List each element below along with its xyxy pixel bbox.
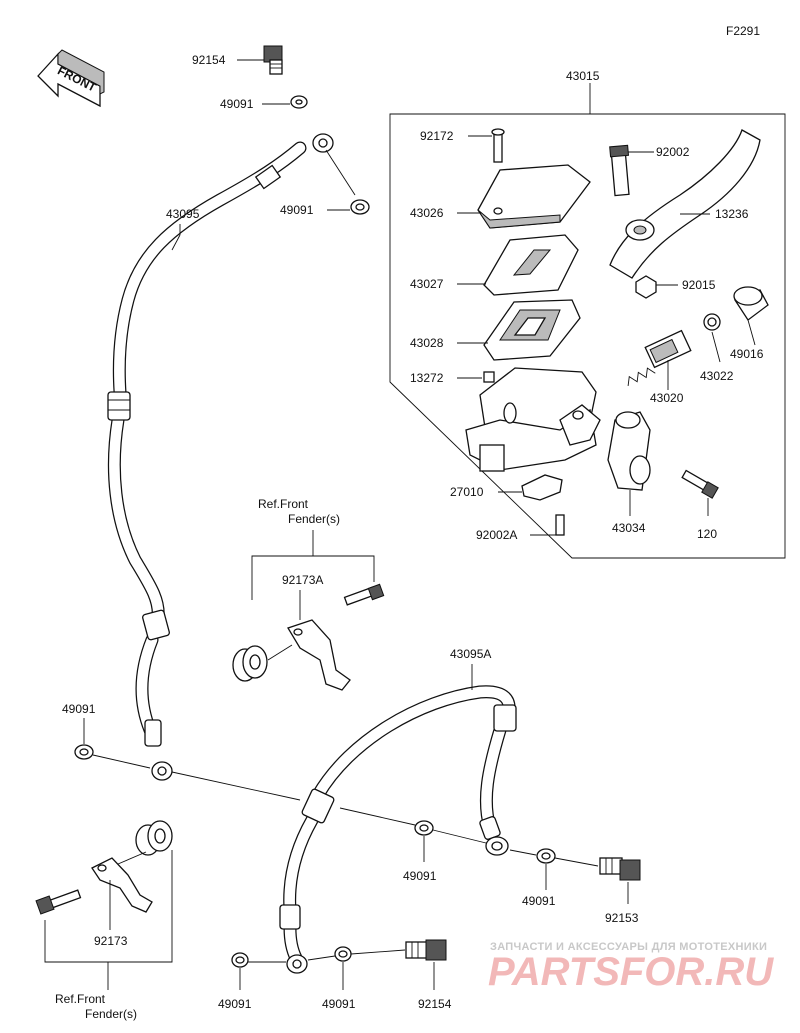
label-92173: 92173 xyxy=(94,934,128,948)
hose-clamp-92173a xyxy=(287,619,351,691)
label-92002: 92002 xyxy=(656,145,690,159)
banjo-bolt-top xyxy=(263,45,283,75)
ref-front-top: Ref.Front xyxy=(258,497,309,511)
banjo-bolt-bottom xyxy=(405,939,447,961)
label-92173a: 92173A xyxy=(282,573,323,587)
label-43095: 43095 xyxy=(166,207,200,221)
fender-top: Fender(s) xyxy=(288,512,340,526)
label-49091-c: 49091 xyxy=(62,702,96,716)
watermark-logo: PARTSFOR.RU xyxy=(488,950,774,994)
label-49091-d: 49091 xyxy=(403,869,437,883)
label-43034: 43034 xyxy=(612,521,646,535)
banjo-bolt-92153 xyxy=(599,857,641,881)
master-cylinder-box xyxy=(389,83,786,559)
label-43015: 43015 xyxy=(566,69,600,83)
label-49091-b: 49091 xyxy=(280,203,314,217)
label-43095a: 43095A xyxy=(450,647,491,661)
label-92002a: 92002A xyxy=(476,528,517,542)
watermark-tagline: ЗАПЧАСТИ И АКСЕССУАРЫ ДЛЯ МОТОТЕХНИКИ xyxy=(490,941,767,953)
label-43026: 43026 xyxy=(410,206,444,220)
label-49016: 49016 xyxy=(730,347,764,361)
label-49091-a: 49091 xyxy=(220,97,254,111)
label-13272: 13272 xyxy=(410,371,444,385)
label-92153: 92153 xyxy=(605,911,639,925)
label-13236: 13236 xyxy=(715,207,749,221)
brake-lever xyxy=(609,129,761,279)
master-cylinder-body xyxy=(465,367,601,472)
diagram-code: F2291 xyxy=(726,24,760,38)
fender-bottom: Fender(s) xyxy=(85,1007,137,1021)
label-43028: 43028 xyxy=(410,336,444,350)
label-43022: 43022 xyxy=(700,369,734,383)
label-92172: 92172 xyxy=(420,129,454,143)
label-43027: 43027 xyxy=(410,277,444,291)
label-92154-top: 92154 xyxy=(192,53,226,67)
label-92154-bottom: 92154 xyxy=(418,997,452,1011)
hose-clamp-92173 xyxy=(91,857,153,913)
label-49091-f: 49091 xyxy=(218,997,252,1011)
brake-hose-upper xyxy=(107,133,334,781)
brake-hose-lower xyxy=(279,685,517,974)
label-92015: 92015 xyxy=(682,278,716,292)
label-27010: 27010 xyxy=(450,485,484,499)
ref-front-bottom: Ref.Front xyxy=(55,992,106,1006)
piston-assembly xyxy=(627,329,692,387)
front-arrow-icon: FRONT xyxy=(37,49,105,108)
label-43020: 43020 xyxy=(650,391,684,405)
label-49091-g: 49091 xyxy=(322,997,356,1011)
label-120: 120 xyxy=(697,527,717,541)
label-49091-e: 49091 xyxy=(522,894,556,908)
